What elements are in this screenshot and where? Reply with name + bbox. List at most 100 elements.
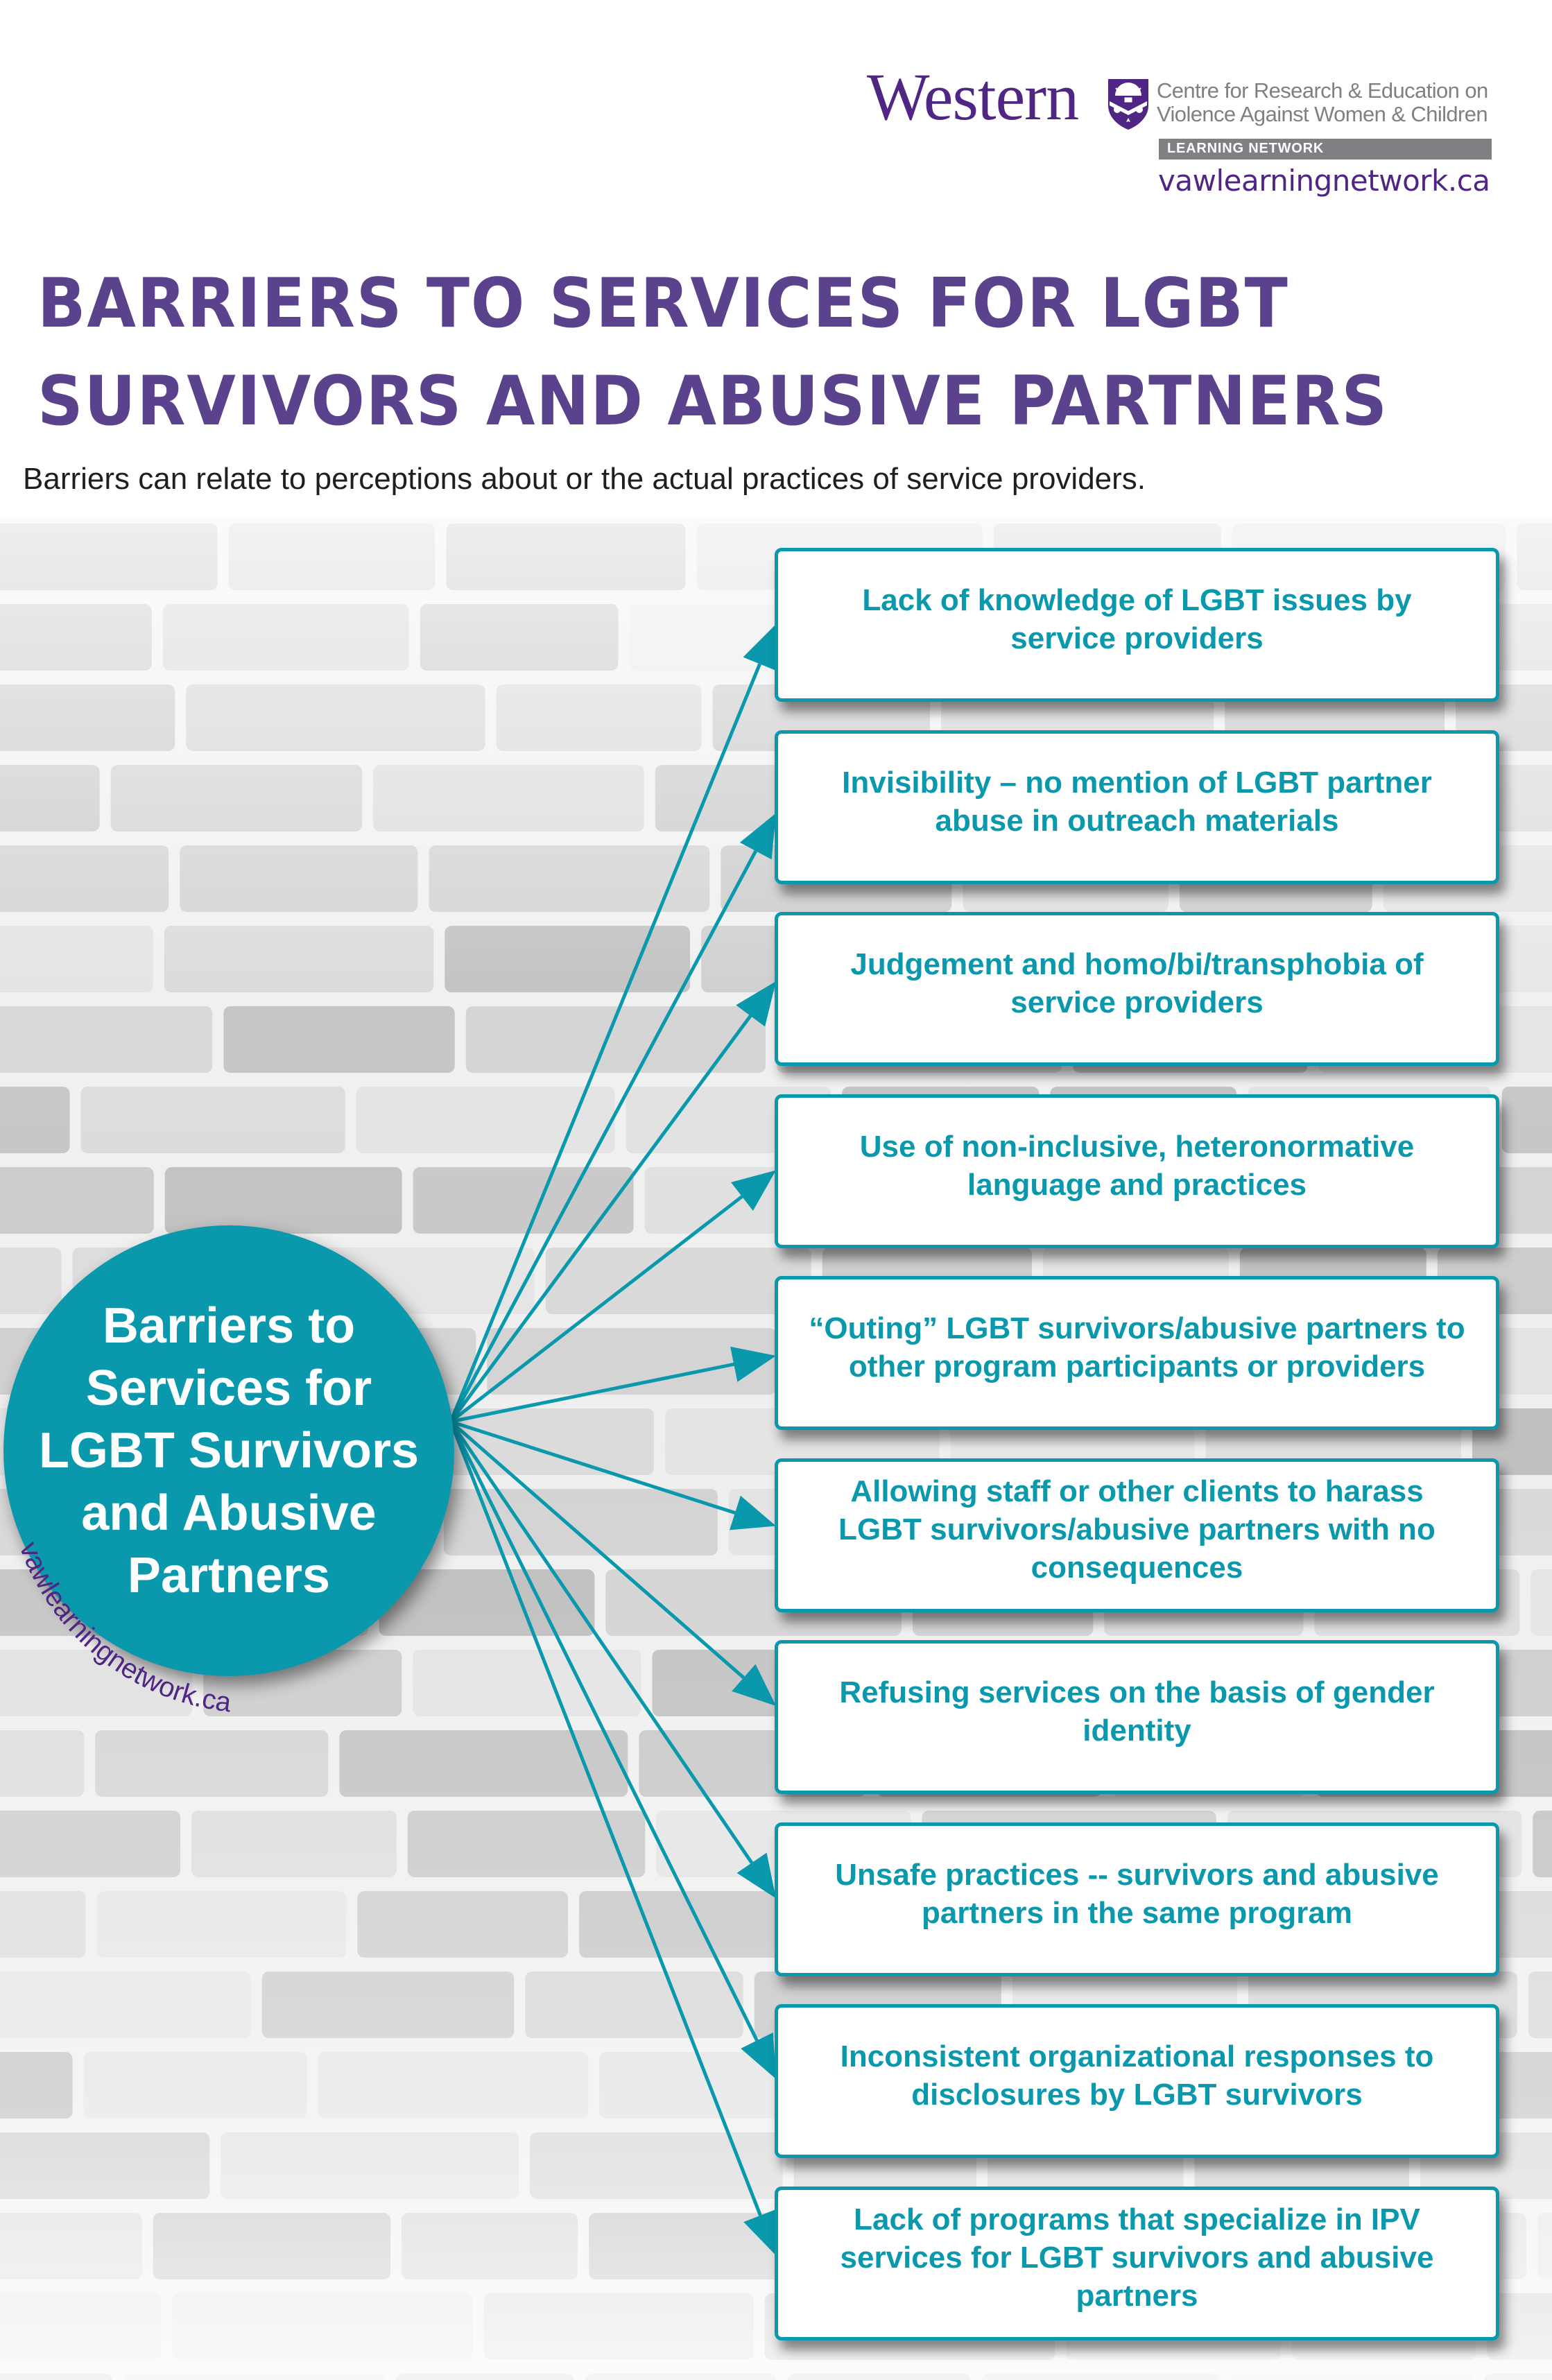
- brick: [191, 1811, 397, 1877]
- brick: [496, 684, 702, 751]
- brick: [0, 2213, 142, 2279]
- barrier-box: Lack of knowledge of LGBT issues by serv…: [775, 548, 1499, 702]
- brick: [981, 2374, 1220, 2380]
- brick: [339, 1730, 628, 1797]
- brick: [0, 604, 152, 671]
- brick: [1531, 1569, 1552, 1636]
- brick: [0, 2132, 210, 2199]
- brick: [0, 926, 153, 992]
- brick: [228, 524, 436, 590]
- brick: [0, 2293, 162, 2360]
- brick: [1484, 2374, 1552, 2380]
- page-title: BARRIERS TO SERVICES FOR LGBT SURVIVORS …: [37, 255, 1388, 451]
- centre-name-line1: Centre for Research & Education on: [1157, 78, 1488, 103]
- brick: [0, 1730, 85, 1797]
- brick: [413, 1167, 634, 1234]
- barrier-box: Use of non-inclusive, heteronormative la…: [775, 1094, 1499, 1248]
- brick: [413, 1650, 641, 1716]
- brick: [1231, 2374, 1473, 2380]
- brick: [446, 524, 686, 590]
- barrier-box: Allowing staff or other clients to haras…: [775, 1458, 1499, 1612]
- barrier-text: Judgement and homo/bi/transphobia of ser…: [850, 947, 1424, 1019]
- brick: [186, 684, 485, 751]
- brick: [164, 1167, 402, 1234]
- brick: [0, 2374, 113, 2380]
- brick: [396, 2374, 574, 2380]
- brick: [0, 1167, 154, 1234]
- subtitle: Barriers can relate to perceptions about…: [23, 462, 1146, 496]
- centre-name-line2: Violence Against Women & Children: [1157, 102, 1488, 126]
- centre-name: Centre for Research & Education on Viole…: [1157, 79, 1503, 126]
- brick: [0, 1811, 181, 1877]
- brick: [80, 1087, 345, 1153]
- learning-network-bar: LEARNING NETWORK: [1159, 139, 1492, 159]
- university-crest-icon: [1108, 79, 1148, 130]
- brick: [0, 2052, 73, 2119]
- brick: [402, 2213, 578, 2279]
- barrier-box: Lack of programs that specialize in IPV …: [775, 2186, 1499, 2340]
- brick: [525, 1972, 743, 2038]
- barrier-text: Unsafe practices -- survivors and abusiv…: [835, 1857, 1439, 1930]
- page-title-line1: BARRIERS TO SERVICES FOR LGBT: [37, 264, 1289, 343]
- brick: [0, 1006, 213, 1073]
- brick: [153, 2213, 391, 2279]
- brick: [443, 1489, 718, 1555]
- barrier-text: Lack of programs that specialize in IPV …: [840, 2202, 1434, 2313]
- brick: [579, 1891, 795, 1958]
- brick: [787, 2374, 971, 2380]
- website-link[interactable]: vawlearningnetwork.ca: [1158, 164, 1490, 198]
- barrier-box: Inconsistent organizational responses to…: [775, 2004, 1499, 2158]
- brick: [83, 2052, 307, 2119]
- brick: [465, 1006, 766, 1073]
- brick: [0, 845, 169, 912]
- brick: [1533, 1811, 1552, 1877]
- brick: [0, 1891, 86, 1958]
- brick: [261, 1972, 515, 2038]
- brick: [407, 1811, 646, 1877]
- barrier-text: “Outing” LGBT survivors/abusive partners…: [809, 1311, 1465, 1383]
- brick: [545, 1248, 811, 1314]
- brick: [172, 2293, 473, 2360]
- barrier-box: Refusing services on the basis of gender…: [775, 1640, 1499, 1794]
- brick: [0, 1087, 70, 1153]
- brick: [318, 2052, 589, 2119]
- barrier-box: Judgement and homo/bi/transphobia of ser…: [775, 912, 1499, 1066]
- brick: [357, 1891, 569, 1958]
- brick: [445, 926, 691, 992]
- brick: [164, 926, 434, 992]
- brick: [373, 765, 644, 831]
- barrier-box: Invisibility – no mention of LGBT partne…: [775, 730, 1499, 884]
- brick: [0, 1972, 251, 2038]
- brick: [223, 1006, 455, 1073]
- barrier-text: Inconsistent organizational responses to…: [840, 2040, 1434, 2112]
- brick: [0, 684, 175, 751]
- page-title-line2: SURVIVORS AND ABUSIVE PARTNERS: [37, 362, 1388, 441]
- brick: [429, 845, 710, 912]
- barrier-text: Refusing services on the basis of gender…: [839, 1675, 1435, 1748]
- brick: [487, 1328, 777, 1395]
- barrier-text: Invisibility – no mention of LGBT partne…: [842, 765, 1432, 838]
- brick: [356, 1087, 615, 1153]
- brick: [95, 1730, 329, 1797]
- barrier-text: Allowing staff or other clients to haras…: [838, 1474, 1435, 1585]
- brick: [96, 1891, 347, 1958]
- brick: [162, 604, 409, 671]
- brick: [1528, 1972, 1552, 2038]
- hub-circle: Barriers to Services for LGBT Survivors …: [3, 1225, 454, 1676]
- brick: [585, 2374, 777, 2380]
- hub-label: Barriers to Services for LGBT Survivors …: [38, 1298, 420, 1603]
- brick: [1501, 1087, 1552, 1153]
- brick: [530, 2132, 783, 2199]
- learning-network-label: LEARNING NETWORK: [1167, 141, 1325, 156]
- barrier-box: “Outing” LGBT survivors/abusive partners…: [775, 1276, 1499, 1430]
- barrier-box: Unsafe practices -- survivors and abusiv…: [775, 1822, 1499, 1976]
- brick: [123, 2374, 385, 2380]
- barrier-text: Use of non-inclusive, heteronormative la…: [859, 1129, 1415, 1202]
- brick: [221, 2132, 519, 2199]
- brick: [110, 765, 363, 831]
- brick: [1517, 524, 1552, 590]
- barrier-text: Lack of knowledge of LGBT issues by serv…: [862, 583, 1412, 655]
- brick: [180, 845, 418, 912]
- brick: [0, 524, 218, 590]
- brick: [1537, 2213, 1552, 2279]
